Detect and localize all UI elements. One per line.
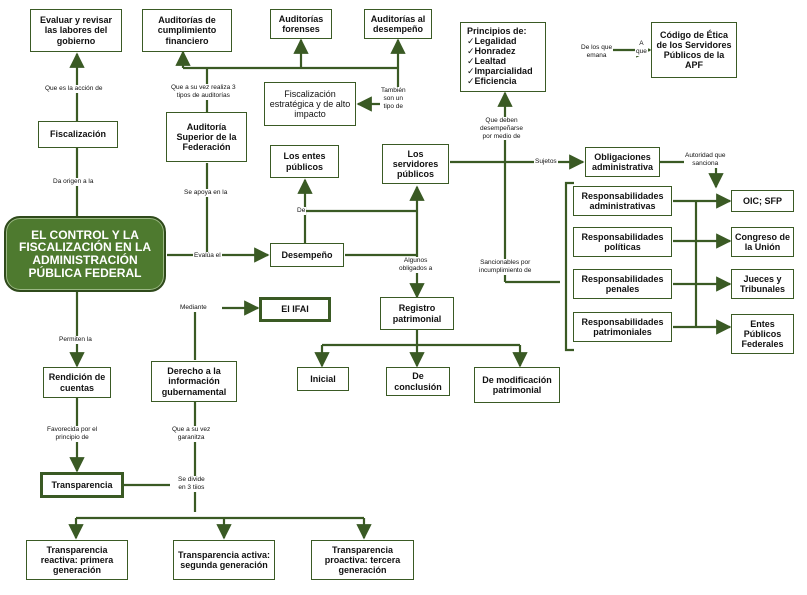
transparencia-activa-node: Transparencia activa: segunda generación — [173, 540, 275, 580]
label-se-divide: Se divide en 3 tiios — [177, 476, 206, 492]
jueces-node: Jueces y Tribunales — [731, 269, 794, 299]
transparencia-node: Transparencia — [40, 472, 124, 498]
aud-forenses-node: Auditorías forenses — [270, 9, 332, 39]
main-topic-node: EL CONTROL Y LA FISCALIZACIÓN EN LA ADMI… — [4, 216, 166, 292]
rendicion-node: Rendición de cuentas — [43, 367, 111, 398]
label-autoridad: Autoridad que sanciona — [684, 152, 727, 168]
label-cut-text: A que — [635, 40, 648, 56]
label-da-origen: Da origen a la — [52, 178, 95, 186]
label-permiten: Permiten la — [58, 336, 93, 344]
resp-patrimoniales-node: Responsabilidades patrimoniales — [573, 312, 672, 342]
label-sancionables: Sancionables por incumplimiento de — [478, 259, 533, 275]
entes-federales-node: Entes Públicos Federales — [731, 314, 794, 354]
label-sujetos: Sujetos — [534, 158, 558, 166]
oic-node: OIC; SFP — [731, 190, 794, 212]
bracket-responsabilidades — [564, 181, 574, 352]
label-favorecida: Favorecida por el principio de — [46, 426, 99, 442]
asf-node: Auditoría Superior de la Federación — [166, 112, 247, 162]
obligaciones-node: Obligaciones administrativa — [585, 147, 660, 177]
fiscalizacion-node: Fiscalización — [38, 121, 118, 148]
label-algunos: Algunos obligados a — [398, 257, 434, 273]
ifai-node: El IFAI — [259, 297, 331, 322]
label-que-es: Que es la acción de — [44, 85, 104, 93]
label-tambien: También son un tipo de — [380, 87, 407, 111]
label-que-a-su-vez: Que a su vez realiza 3 tipos de auditorí… — [170, 84, 237, 100]
label-evalua: Evalúa el — [193, 252, 222, 260]
congreso-node: Congreso de la Unión — [731, 227, 794, 257]
desempeno-node: Desempeño — [270, 243, 344, 267]
label-que-garantiza: Que a su vez garanitza — [171, 426, 212, 442]
label-mediante: Mediante — [179, 304, 208, 312]
entes-publicos-node: Los entes públicos — [270, 145, 339, 178]
transparencia-reactiva-node: Transparencia reactiva: primera generaci… — [26, 540, 128, 580]
label-que-deben: Que deben desempeñarse por medio de — [479, 117, 524, 141]
resp-politicas-node: Responsabilidades políticas — [573, 227, 672, 257]
aud-desempeno-node: Auditorías al desempeño — [364, 9, 432, 39]
derecho-info-node: Derecho a la información gubernamental — [151, 361, 237, 402]
fisc-estrategica-node: Fiscalización estratégica y de alto impa… — [264, 82, 356, 126]
label-de-los-que: De los que emana — [580, 44, 614, 60]
label-se-apoya: Se apoya en la — [183, 189, 229, 197]
conclusion-node: De conclusión — [386, 367, 450, 396]
transparencia-proactiva-node: Transparencia proactiva: tercera generac… — [311, 540, 414, 580]
registro-patrimonial-node: Registro patrimonial — [380, 297, 454, 330]
inicial-node: Inicial — [297, 367, 349, 391]
servidores-publicos-node: Los servidores públicos — [382, 144, 449, 184]
label-de: De — [296, 207, 307, 215]
evaluar-node: Evaluar y revisar las labores del gobier… — [30, 9, 122, 52]
resp-penales-node: Responsabilidades penales — [573, 269, 672, 299]
aud-cumplimiento-node: Auditorías de cumplimiento financiero — [142, 9, 232, 52]
principios-node: Principios de: ✓Legalidad ✓Honradez ✓Lea… — [460, 22, 546, 92]
modificacion-node: De modificación patrimonial — [474, 367, 560, 403]
resp-administrativas-node: Responsabilidades administrativas — [573, 186, 672, 216]
codigo-etica-node: Código de Ética de los Servidores Públic… — [651, 22, 737, 78]
